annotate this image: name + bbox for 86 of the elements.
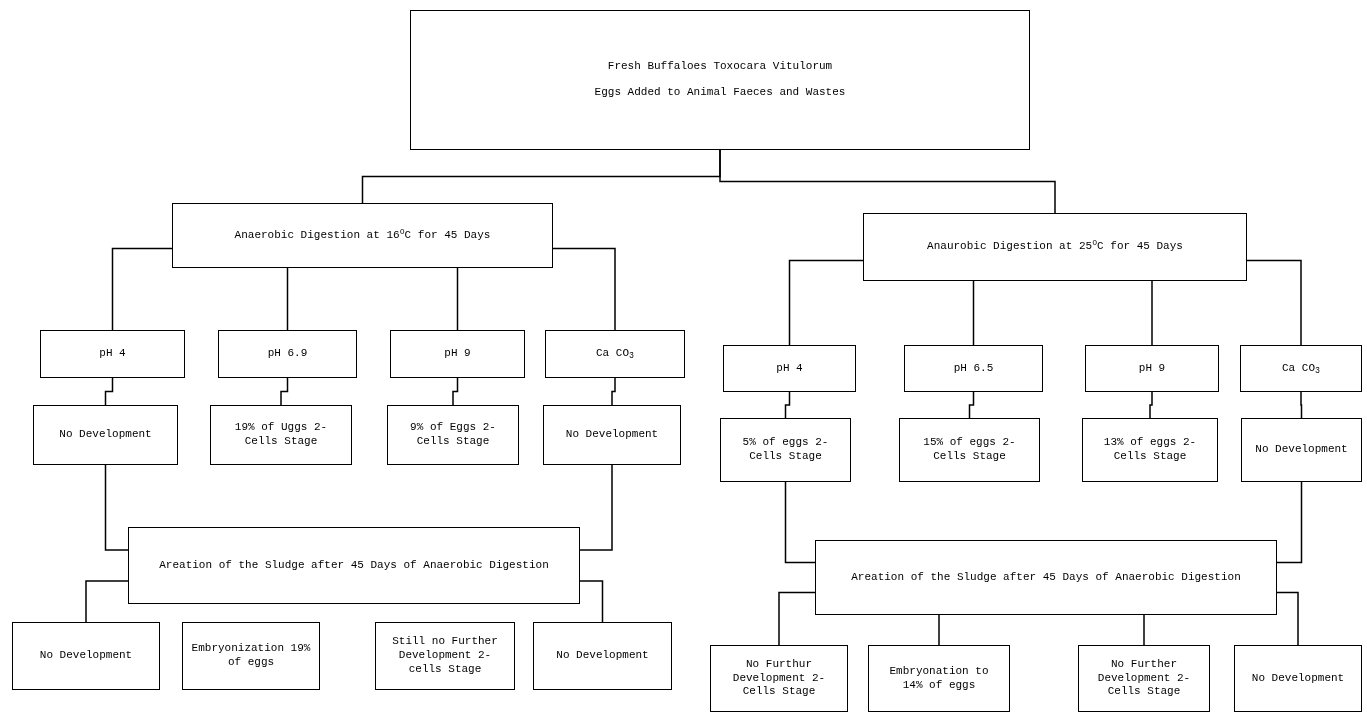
process-box <box>387 405 519 465</box>
box-text: Embryonization 19% of eggs <box>191 642 311 670</box>
process-box <box>904 345 1043 392</box>
connector-line <box>104 464 129 551</box>
connector-line <box>456 267 459 331</box>
connector-line <box>968 391 975 419</box>
box-text: 5% of eggs 2-Cells Stage <box>741 436 830 464</box>
box-text: pH 9 <box>1138 361 1166 376</box>
box-text: No Development <box>59 428 152 442</box>
box-text: Still no Further Development 2-cells Stage <box>391 635 499 677</box>
box-text: pH 6.9 <box>267 347 308 361</box>
process-box <box>533 622 672 690</box>
box-text: No Development <box>556 649 649 663</box>
process-box <box>1078 645 1210 712</box>
process-box <box>12 622 160 690</box>
process-box <box>172 203 553 268</box>
box-text: Ca CO$_{3}$ <box>596 347 634 361</box>
connector-line <box>280 377 289 406</box>
process-box <box>899 418 1040 482</box>
box-text: 9% of Eggs 2-Cells Stage <box>409 421 497 449</box>
box-text: pH 9 <box>444 347 471 361</box>
box-text: No Development <box>565 428 659 442</box>
connector-line <box>1151 280 1153 346</box>
box-text: Anaurobic Digestion at 25$^{o}$C for 45 Days <box>927 240 1183 254</box>
process-box <box>375 622 515 690</box>
box-text: No Development <box>1255 443 1348 457</box>
connector-line <box>85 580 129 623</box>
process-box <box>720 418 851 482</box>
process-box <box>1234 645 1362 712</box>
process-box <box>128 527 580 604</box>
box-text: 19% of Uggs 2-Cells Stage <box>233 421 329 449</box>
process-box <box>545 330 685 378</box>
process-box <box>210 405 352 465</box>
box-text: No Development <box>39 649 133 663</box>
connector-line <box>104 377 114 406</box>
box-text: Anaerobic Digestion at 16$^{o}$C for 45 Days <box>234 228 491 243</box>
box-text: Eggs Added to Animal Faeces and Wastes <box>594 86 846 100</box>
box-text: pH 4 <box>776 361 803 376</box>
box-text: No Development <box>1251 671 1345 686</box>
box-text: No Further Development 2-Cells Stage <box>1096 657 1192 700</box>
process-box <box>390 330 525 378</box>
connector-line <box>784 481 816 564</box>
connector-line <box>784 391 791 419</box>
process-box <box>40 330 185 378</box>
process-box <box>218 330 357 378</box>
process-box <box>33 405 178 465</box>
connector-line <box>1149 391 1153 419</box>
process-box <box>1085 345 1219 392</box>
connector-line <box>1276 591 1299 646</box>
box-text: 15% of eggs 2-Cells Stage <box>922 436 1017 464</box>
box-text: Areation of the Sludge after 45 Days of Anaerobic Digestion <box>851 570 1241 585</box>
connector-line <box>1246 259 1302 346</box>
connector-line <box>938 614 940 646</box>
box-text: Areation of the Sludge after 45 Days of Anaerobic Digestion <box>159 558 549 573</box>
process-box <box>1082 418 1218 482</box>
process-box <box>543 405 681 465</box>
box-text: pH 4 <box>99 347 126 361</box>
process-box <box>868 645 1010 712</box>
box-text: pH 6.5 <box>953 361 994 376</box>
connector-line <box>579 580 604 623</box>
process-box <box>1241 418 1362 482</box>
connector-line <box>611 377 616 406</box>
connector-line <box>788 259 864 346</box>
process-box <box>1240 345 1362 392</box>
connector-line <box>778 591 816 646</box>
connector-line <box>552 247 616 331</box>
connector-line <box>579 464 613 551</box>
box-text: 13% of eggs 2-Cells Stage <box>1102 436 1198 464</box>
process-box <box>815 540 1277 615</box>
process-box <box>410 10 1030 150</box>
process-box <box>723 345 856 392</box>
connector-line <box>972 280 975 346</box>
box-text: Ca CO$_{3}$ <box>1282 361 1320 376</box>
connector-line <box>1300 391 1303 419</box>
connector-line <box>452 377 459 406</box>
box-text: Fresh Buffaloes Toxocara Vitulorum <box>607 60 833 74</box>
process-box <box>182 622 320 690</box>
connector-line <box>111 247 173 331</box>
connector-line <box>719 149 1056 214</box>
connector-line <box>1276 481 1303 564</box>
process-box <box>863 213 1247 281</box>
box-text: No Furthur Development 2-Cells Stage <box>731 657 827 700</box>
connector-line <box>1143 614 1145 646</box>
connector-line <box>286 267 289 331</box>
box-text: Embryonation to 14% of eggs <box>888 664 990 693</box>
process-box <box>710 645 848 712</box>
